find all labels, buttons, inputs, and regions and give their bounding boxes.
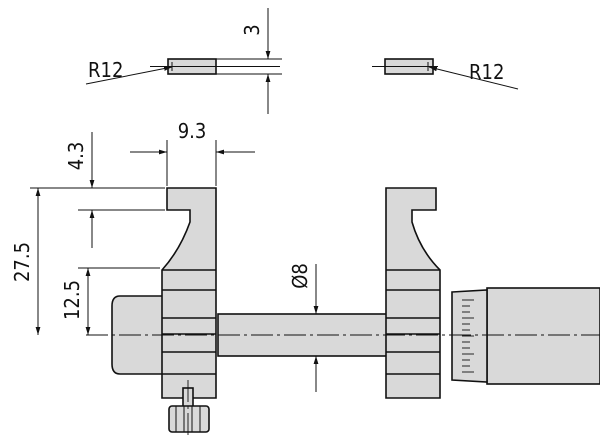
thimble-graduations [462, 299, 474, 373]
right-radius-label: R12 [469, 60, 504, 84]
left-jaw-grip-lines [162, 269, 216, 375]
jaw-lower-height-label: 12.5 [60, 280, 84, 320]
left-radius-label: R12 [88, 58, 123, 82]
left-tip-detail [150, 58, 280, 75]
micrometer-thimble [451, 287, 600, 385]
right-tip-detail [372, 58, 438, 75]
jaw-tip-height-label: 4.3 [64, 142, 88, 171]
tip-thickness-label: 3 [240, 24, 264, 35]
jaw-lower-height-dimension: 12.5 [60, 267, 160, 335]
jaw-tip-height-dimension: 4.3 [64, 132, 165, 248]
jaw-width-dimension: 9.3 [130, 119, 255, 186]
left-radius-leader: R12 [85, 58, 173, 85]
right-jaw-grip-lines [386, 269, 440, 375]
tip-thickness-dimension: 3 [216, 8, 282, 114]
jaw-total-height-label: 27.5 [10, 242, 34, 282]
left-jaw [161, 187, 217, 399]
right-radius-leader: R12 [428, 60, 519, 90]
jaw-total-height-dimension: 27.5 [10, 187, 78, 335]
rod-diameter-dimension: Ø8 [288, 263, 319, 392]
rod-diameter-label: Ø8 [288, 263, 312, 289]
right-jaw [385, 187, 441, 399]
jaw-width-label: 9.3 [178, 119, 207, 143]
